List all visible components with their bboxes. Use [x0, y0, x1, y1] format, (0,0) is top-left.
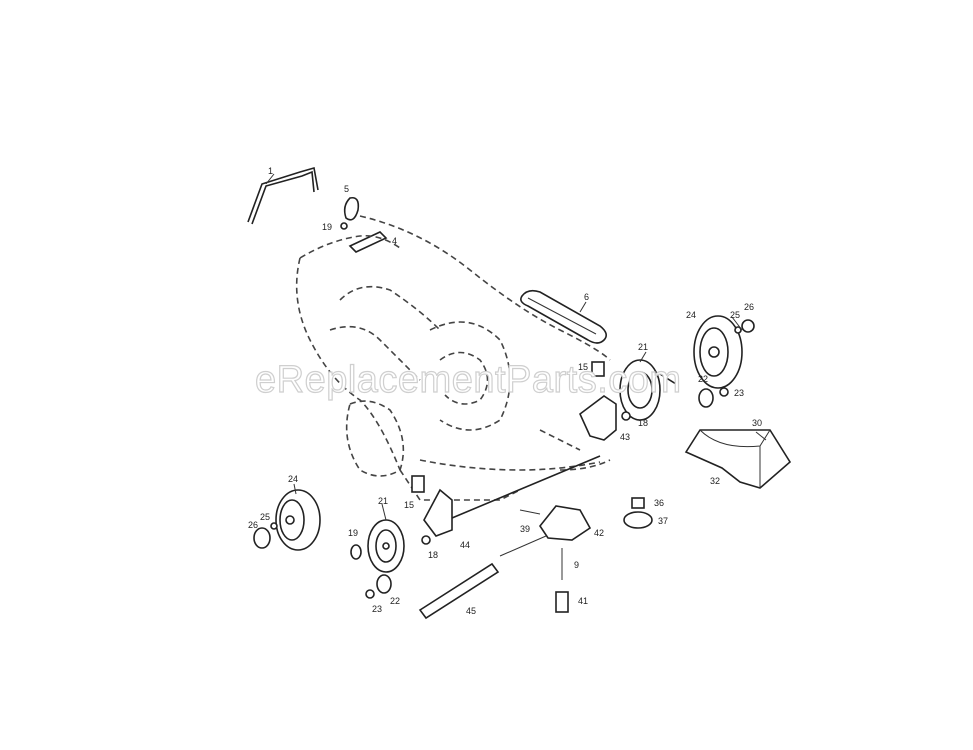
label-19a: 19 [322, 222, 332, 232]
right-rear-wheel [693, 315, 755, 389]
right-drive-gear [591, 359, 661, 421]
label-42: 42 [594, 528, 604, 538]
drive-shaft-part [418, 562, 500, 620]
label-24-left: 24 [288, 474, 298, 484]
watermark: eReplacementParts.com [255, 359, 682, 401]
drive-belt-part [520, 289, 608, 344]
label-5: 5 [344, 184, 349, 194]
left-drive-gear [367, 519, 405, 573]
label-9: 9 [574, 560, 579, 570]
part-labels: 1 5 19 4 6 24 25 26 21 15 22 23 43 18 30… [248, 166, 762, 616]
pulley-part [623, 497, 653, 529]
label-1: 1 [268, 166, 273, 176]
label-21-right: 21 [638, 342, 648, 352]
label-32: 32 [710, 476, 720, 486]
label-4: 4 [392, 236, 397, 246]
label-37: 37 [658, 516, 668, 526]
grass-bag-part [684, 429, 792, 489]
label-26-left: 26 [248, 520, 258, 530]
leader-lines [265, 173, 767, 521]
spring-part [555, 548, 569, 613]
handle-part [247, 166, 319, 225]
label-25-left: 25 [260, 512, 270, 522]
label-30: 30 [752, 418, 762, 428]
label-23-left: 23 [372, 604, 382, 614]
label-39: 39 [520, 524, 530, 534]
label-19b: 19 [348, 528, 358, 538]
label-41: 41 [578, 596, 588, 606]
label-44: 44 [460, 540, 470, 550]
label-36: 36 [654, 498, 664, 508]
control-lever-part [340, 196, 388, 253]
left-rear-wheel [253, 489, 321, 551]
left-pinion-part [365, 574, 392, 599]
transmission-part [499, 505, 592, 557]
label-15-left: 15 [404, 500, 414, 510]
label-18-left: 18 [428, 550, 438, 560]
label-24-right: 24 [686, 310, 696, 320]
label-22-left: 22 [390, 596, 400, 606]
label-21-left: 21 [378, 496, 388, 506]
label-45: 45 [466, 606, 476, 616]
label-22-right: 22 [698, 374, 708, 384]
label-15-right: 15 [578, 362, 588, 372]
label-23-right: 23 [734, 388, 744, 398]
label-43: 43 [620, 432, 630, 442]
label-25-right: 25 [730, 310, 740, 320]
left-washer-part [350, 544, 362, 560]
label-18-right: 18 [638, 418, 648, 428]
mower-deck-outline [295, 215, 611, 501]
label-26-right: 26 [744, 302, 754, 312]
label-6: 6 [584, 292, 589, 302]
right-bracket-part [579, 395, 631, 441]
left-bracket-part [411, 455, 601, 545]
right-pinion-part [659, 373, 729, 408]
